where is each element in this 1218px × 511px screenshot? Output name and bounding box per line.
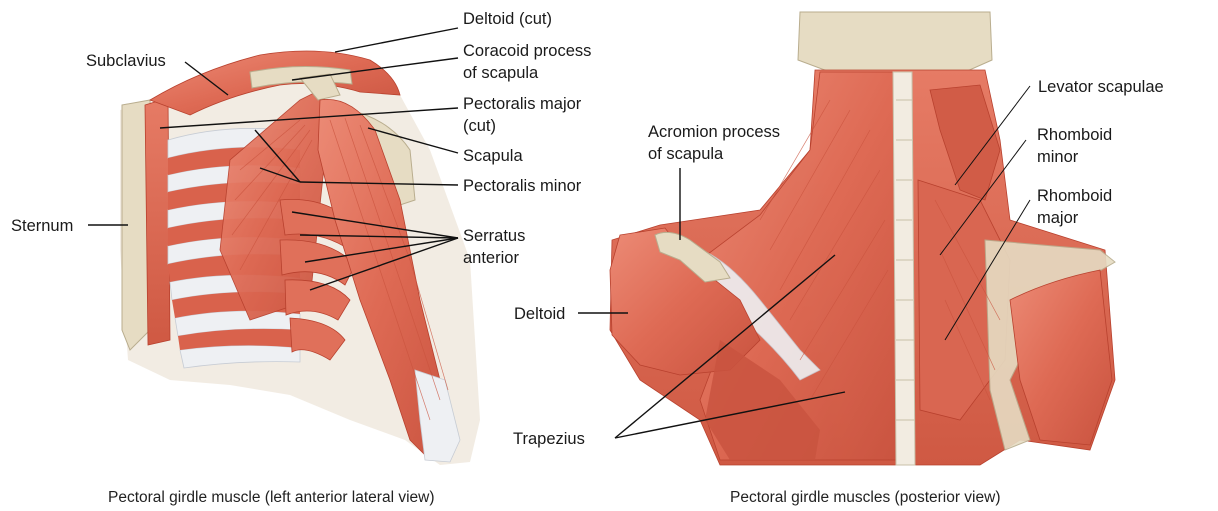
label-rhomboid-major-2: major: [1037, 209, 1079, 227]
label-coracoid-1: Coracoid process: [463, 42, 591, 60]
label-rhomboid-major-1: Rhomboid: [1037, 187, 1112, 205]
label-acromion-2: of scapula: [648, 145, 724, 163]
label-deltoid-cut: Deltoid (cut): [463, 10, 552, 28]
label-serratus-1: Serratus: [463, 227, 525, 245]
label-levator: Levator scapulae: [1038, 78, 1164, 96]
spine-column: [893, 72, 915, 465]
caption-right: Pectoral girdle muscles (posterior view): [730, 489, 1000, 506]
label-sternum: Sternum: [11, 217, 73, 235]
label-subclavius: Subclavius: [86, 52, 166, 70]
left-anterior-illustration: [120, 51, 480, 465]
caption-left: Pectoral girdle muscle (left anterior la…: [108, 489, 434, 506]
label-deltoid: Deltoid: [514, 305, 565, 323]
neck-bone: [798, 12, 992, 72]
label-rhomboid-minor-2: minor: [1037, 148, 1079, 166]
label-rhomboid-minor-1: Rhomboid: [1037, 126, 1112, 144]
label-coracoid-2: of scapula: [463, 64, 539, 82]
label-scapula: Scapula: [463, 147, 523, 165]
label-pec-major-1: Pectoralis major: [463, 95, 582, 113]
label-serratus-2: anterior: [463, 249, 519, 267]
label-pec-major-2: (cut): [463, 117, 496, 135]
label-acromion-1: Acromion process: [648, 123, 780, 141]
label-pec-minor: Pectoralis minor: [463, 177, 582, 195]
sternum-muscle-strip: [145, 98, 170, 345]
label-trapezius: Trapezius: [513, 430, 585, 448]
